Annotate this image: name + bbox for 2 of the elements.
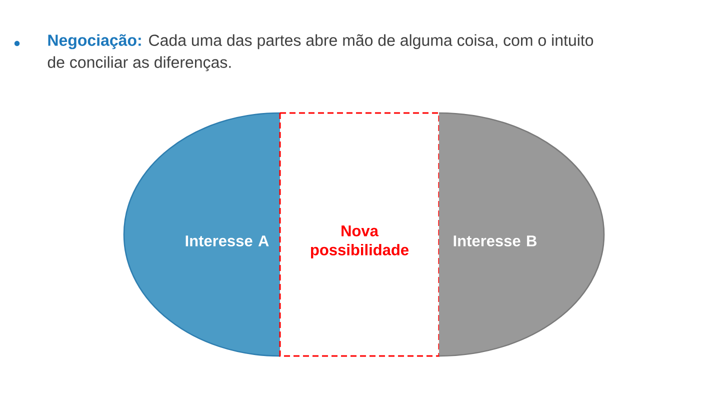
bullet-text: Negociação: Cada uma das partes abre mão de alguma coisa, com o intuito de conciliar as diferenças. <box>48 34 594 72</box>
dashed-box: Nova possibilidade <box>279 112 440 357</box>
